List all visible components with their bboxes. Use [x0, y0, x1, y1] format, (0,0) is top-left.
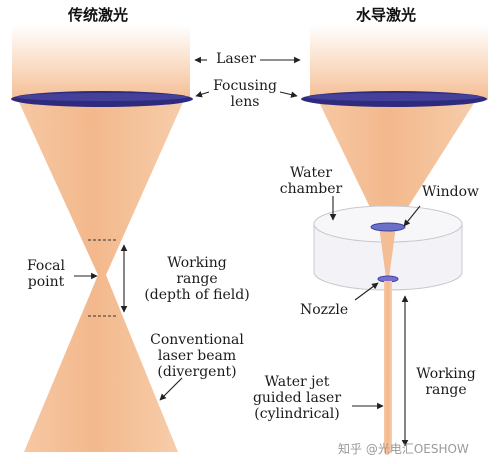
nozzle-arrow — [354, 282, 379, 301]
annotation-lines — [74, 56, 421, 447]
water-jet-laser-graphic — [301, 25, 488, 453]
water-chamber-line-2: chamber — [279, 181, 343, 197]
water-jet — [384, 281, 392, 453]
window-arrow — [403, 205, 421, 227]
working-range-line-2: range — [425, 382, 467, 398]
focal-point-line-1: Focal — [26, 258, 66, 274]
left-laser-body — [12, 25, 190, 100]
left-diverging-beam — [24, 275, 178, 452]
focusing-lens-line-2: lens — [230, 94, 260, 110]
beam-in-chamber — [379, 226, 396, 278]
laser-label: Laser — [216, 51, 256, 67]
water-chamber-line-1: Water — [289, 165, 333, 181]
right-laser-body — [310, 25, 488, 100]
right-lens-highlight — [306, 93, 482, 101]
working-range-label: Working range — [410, 366, 482, 398]
left-lens-highlight — [16, 93, 188, 101]
water-jet-line-3: (cylindrical) — [254, 406, 340, 422]
conventional-line-3: (divergent) — [157, 364, 237, 380]
conventional-line-1: Conventional — [150, 332, 244, 348]
dof-line-1: Working — [167, 255, 227, 271]
window — [370, 222, 406, 232]
focal-point-label: Focal point — [18, 258, 74, 290]
working-range-line-1: Working — [416, 366, 476, 382]
focal-point-line-2: point — [27, 274, 65, 290]
dof-line-2: range — [176, 271, 218, 287]
dof-line-3: (depth of field) — [144, 287, 250, 303]
working-range-dof-label: Working range (depth of field) — [132, 255, 262, 303]
water-jet-label: Water jet guided laser (cylindrical) — [242, 374, 352, 422]
water-jet-line-1: Water jet — [264, 374, 330, 390]
nozzle-label: Nozzle — [300, 302, 349, 318]
conventional-beam-label: Conventional laser beam (divergent) — [138, 332, 256, 380]
focusing-lens-label: Focusing lens — [205, 78, 285, 110]
focusing-lens-line-1: Focusing — [213, 78, 277, 94]
left-panel-title: 传统激光 — [68, 6, 129, 24]
watermark: 知乎 @光电汇OESHOW — [338, 442, 469, 456]
right-panel-title: 水导激光 — [356, 6, 417, 24]
window-label: Window — [422, 184, 480, 200]
water-chamber-label: Water chamber — [278, 165, 344, 197]
left-converging-beam — [18, 100, 184, 275]
conventional-line-2: laser beam — [157, 348, 237, 364]
water-jet-line-2: guided laser — [252, 390, 342, 406]
conventional-beam-arrow — [159, 377, 183, 401]
right-converging-beam — [318, 100, 476, 226]
lens-arrow-left — [195, 91, 210, 98]
conventional-laser-graphic — [11, 25, 193, 452]
lens-arrow-right — [279, 91, 298, 98]
